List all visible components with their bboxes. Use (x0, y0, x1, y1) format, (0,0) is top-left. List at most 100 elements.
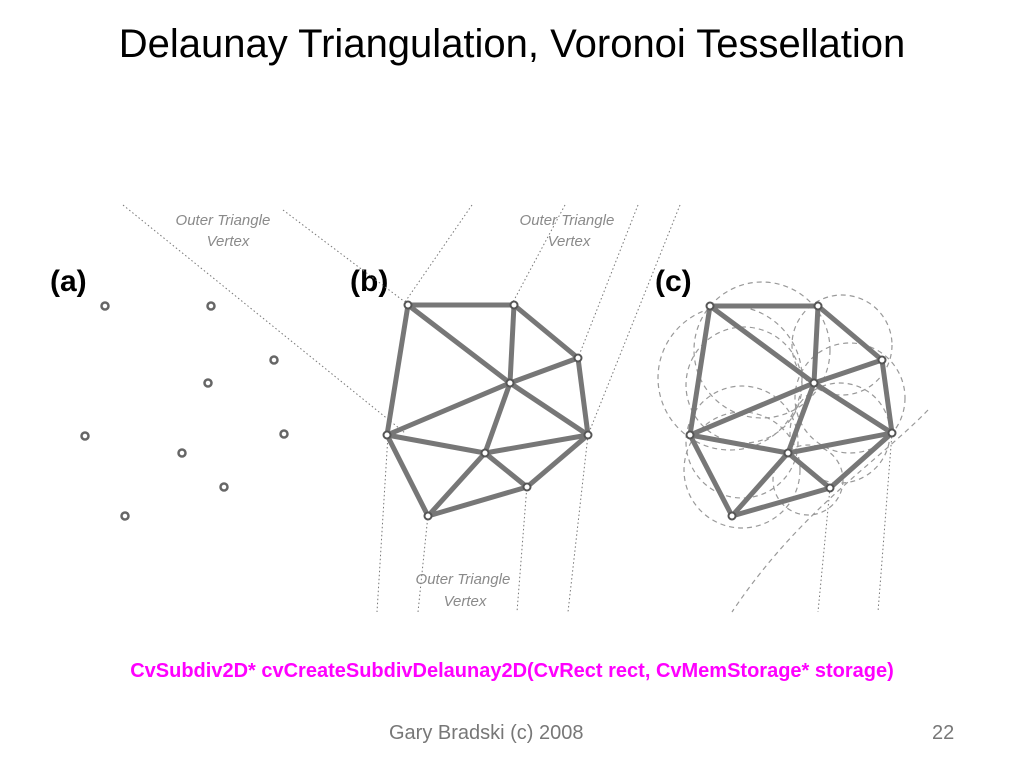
triangulation-edge (425, 484, 530, 519)
panel-a-points (80, 301, 289, 521)
triangulation-edge (482, 380, 513, 456)
vertex (809, 378, 819, 388)
circumcircle (791, 294, 893, 396)
triangulation-edge (811, 380, 895, 436)
triangulation-edge (827, 430, 895, 491)
vertex (887, 428, 897, 438)
triangulation-edge (405, 302, 513, 386)
triangulation-edge (785, 430, 895, 456)
vertex (877, 355, 887, 365)
triangulation-edge (507, 355, 581, 386)
outer-vertex-label-a-line1: Outer Triangle (176, 212, 271, 229)
vertex (783, 448, 793, 458)
panel-b-vertices (382, 300, 593, 521)
point (279, 429, 289, 439)
guide-line (376, 434, 389, 613)
page-number: 22 (932, 722, 955, 744)
vertex (583, 430, 593, 440)
panel-label-a: (a) (50, 265, 87, 298)
triangulation-edge (482, 450, 530, 490)
vertex (705, 301, 715, 311)
vertex (825, 483, 835, 493)
triangulation-edge (384, 432, 488, 456)
outer-vertex-label-b-line2: Vertex (548, 233, 591, 250)
triangulation-edge (687, 380, 817, 438)
triangulation-edge (507, 380, 591, 438)
point (100, 301, 110, 311)
circumcircle (657, 305, 803, 451)
circumcircle (772, 444, 844, 516)
guide-line (817, 487, 831, 613)
triangulation-edge (687, 432, 735, 519)
circumcircle (693, 281, 831, 419)
point (269, 355, 279, 365)
guide-line (282, 209, 406, 303)
triangulation-edge (575, 355, 591, 438)
triangulation-edge (811, 357, 885, 386)
vertex (423, 511, 433, 521)
triangulation-edge (384, 380, 513, 438)
triangulation-edge (785, 380, 817, 456)
api-signature: CvSubdiv2D* cvCreateSubdivDelaunay2D(CvR… (130, 660, 894, 682)
panel-label-c: (c) (655, 265, 692, 298)
triangulation-edge (384, 432, 431, 519)
point (219, 482, 229, 492)
outer-vertex-label-bottom-line1: Outer Triangle (416, 571, 511, 588)
slide-title: Delaunay Triangulation, Voronoi Tessella… (118, 22, 906, 66)
panel-b-edges (384, 302, 591, 519)
triangulation-edge (811, 303, 821, 386)
triangulation-edge (729, 450, 791, 519)
circumcircle (685, 385, 799, 499)
point (120, 511, 130, 521)
point (80, 431, 90, 441)
outer-triangle-guides (122, 204, 893, 613)
triangulation-edge (482, 432, 591, 456)
triangulation-edge (687, 432, 791, 456)
outer-vertex-label-a-line2: Vertex (207, 233, 250, 250)
footer-author: Gary Bradski (c) 2008 (389, 722, 584, 744)
vertex (382, 430, 392, 440)
triangulation-edge (729, 485, 833, 519)
vertex (727, 511, 737, 521)
triangulation-edge (785, 450, 833, 491)
outer-vertex-label-b-line1: Outer Triangle (520, 212, 615, 229)
outer-dashed-arc (731, 409, 929, 613)
vertex (509, 300, 519, 310)
outer-vertex-label-bottom-line2: Vertex (444, 593, 487, 610)
guide-line (567, 434, 589, 613)
panel-label-b: (b) (350, 265, 388, 298)
outer-vertex-label-bottom: Outer Triangle Vertex (416, 571, 515, 610)
vertex (480, 448, 490, 458)
outer-vertex-label-b: Outer Triangle Vertex (520, 212, 619, 250)
triangulation-edge (384, 302, 411, 438)
triangulation-edge (511, 302, 581, 361)
triangulation-edge (687, 303, 713, 438)
point (206, 301, 216, 311)
outer-vertex-label-a: Outer Triangle Vertex (176, 212, 275, 250)
vertex (505, 378, 515, 388)
guide-line (516, 484, 528, 613)
triangulation-edge (815, 303, 885, 363)
point (177, 448, 187, 458)
guide-line (417, 514, 429, 613)
vertex (573, 353, 583, 363)
triangulation-edge (879, 357, 895, 436)
guide-line (122, 204, 406, 434)
vertex (685, 430, 695, 440)
circumcircle (794, 342, 906, 454)
vertex (522, 482, 532, 492)
triangulation-edge (707, 303, 817, 386)
point (203, 378, 213, 388)
triangulation-edge (524, 432, 591, 490)
panel-c-vertices (685, 301, 897, 521)
vertex (403, 300, 413, 310)
triangulation-edge (507, 302, 517, 386)
panel-c-edges (687, 303, 895, 519)
guide-line (577, 204, 639, 359)
vertex (813, 301, 823, 311)
triangulation-edge (425, 450, 488, 519)
guide-line (587, 204, 681, 436)
guide-line (404, 204, 473, 303)
guide-line (877, 432, 893, 613)
